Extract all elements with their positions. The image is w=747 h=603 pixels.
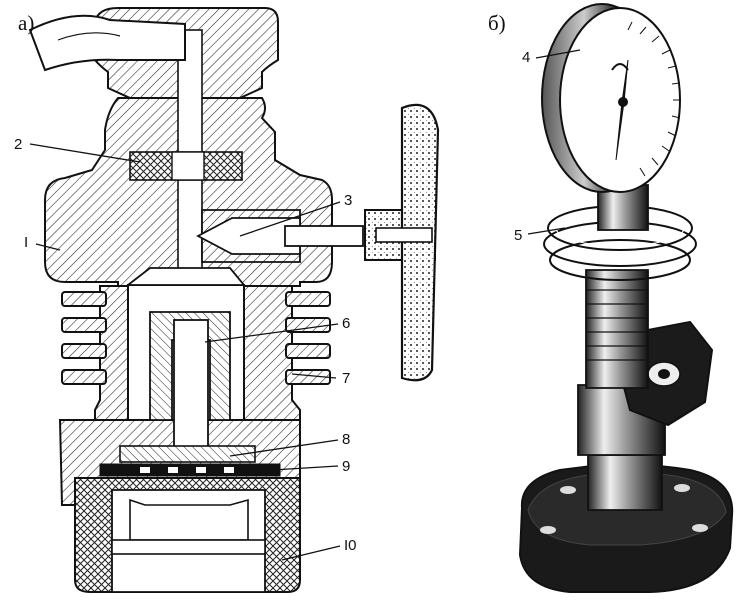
callout-5: 5 <box>514 227 522 244</box>
callout-10: I0 <box>344 537 357 554</box>
callout-2: 2 <box>14 136 22 153</box>
callout-6: 6 <box>342 315 350 332</box>
sectional-view <box>28 7 440 593</box>
callout-4: 4 <box>522 49 530 66</box>
disc-8 <box>119 445 256 463</box>
gauge-assembly <box>518 3 734 593</box>
inner-sleeve <box>149 311 231 421</box>
callout-7: 7 <box>342 370 350 387</box>
cooling-fins-left <box>61 291 107 385</box>
callout-9: 9 <box>342 458 350 475</box>
handwheel <box>364 103 440 382</box>
callout-3: 3 <box>344 192 352 209</box>
leader-lines-a <box>29 143 341 561</box>
gauge-scale <box>627 21 681 177</box>
membrane-9 <box>99 463 281 477</box>
threaded-pipe <box>585 269 649 389</box>
leader-lines-b <box>527 49 581 235</box>
panel-label-a: а) <box>18 11 34 35</box>
callout-8: 8 <box>342 431 350 448</box>
vertical-channel <box>177 29 203 271</box>
cone-seat <box>125 267 246 286</box>
callout-1: I <box>24 234 28 251</box>
inlet-hose <box>28 14 186 72</box>
gauge-needle <box>615 59 629 161</box>
stem-6 <box>173 319 209 461</box>
panel-label-b: б) <box>488 11 506 35</box>
cooling-fins-right <box>285 291 331 385</box>
